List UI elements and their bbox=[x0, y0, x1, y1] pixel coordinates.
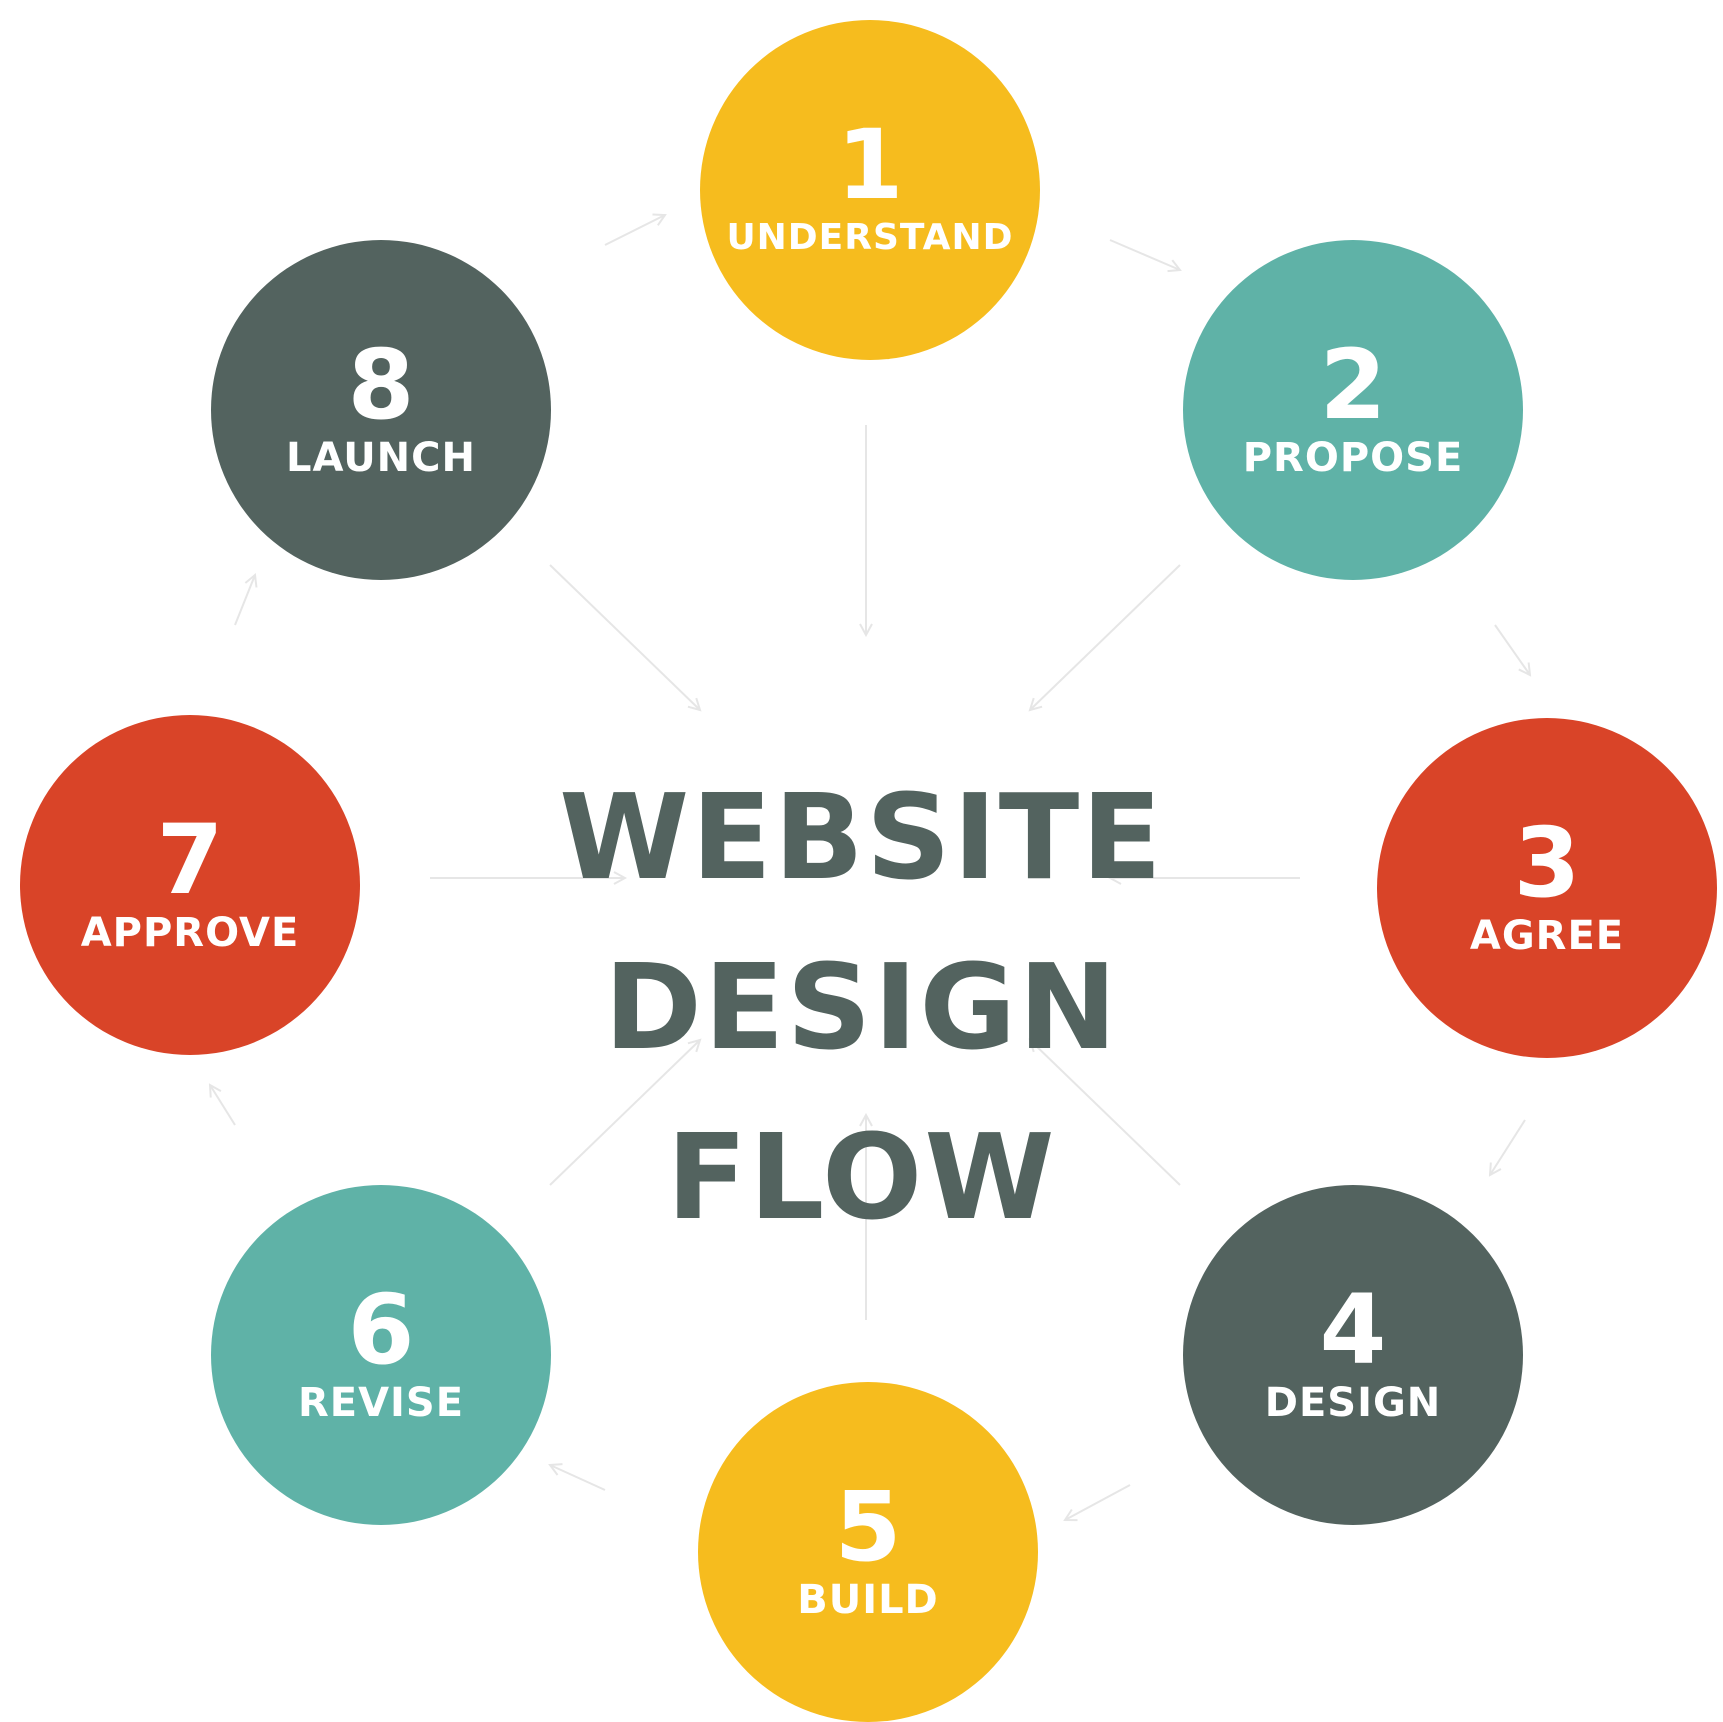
step-1-understand: 1 UNDERSTAND bbox=[700, 20, 1040, 360]
arrow-2-to-3 bbox=[1494, 624, 1530, 675]
step-8-launch: 8 LAUNCH bbox=[211, 240, 551, 580]
step-number: 6 bbox=[347, 1274, 415, 1386]
step-3-agree: 3 AGREE bbox=[1377, 718, 1717, 1058]
step-label: PROPOSE bbox=[1242, 435, 1464, 481]
spoke-from-8 bbox=[549, 564, 700, 710]
arrow-8-to-1 bbox=[604, 215, 665, 246]
step-label: AGREE bbox=[1469, 913, 1625, 959]
step-label: UNDERSTAND bbox=[726, 217, 1014, 258]
step-label: LAUNCH bbox=[285, 435, 476, 481]
step-number: 4 bbox=[1319, 1274, 1387, 1386]
step-7-approve: 7 APPROVE bbox=[20, 715, 360, 1055]
step-6-revise: 6 REVISE bbox=[211, 1185, 551, 1525]
step-number: 2 bbox=[1319, 329, 1387, 441]
arrow-5-to-6 bbox=[550, 1465, 606, 1491]
step-4-design: 4 DESIGN bbox=[1183, 1185, 1523, 1525]
arrow-7-to-8 bbox=[234, 575, 255, 626]
arrow-3-to-4 bbox=[1490, 1119, 1526, 1175]
arrow-1-to-2 bbox=[1109, 239, 1180, 270]
step-label: DESIGN bbox=[1264, 1380, 1442, 1426]
step-label: BUILD bbox=[797, 1577, 939, 1623]
step-number: 1 bbox=[836, 109, 904, 221]
step-number: 8 bbox=[347, 329, 415, 441]
spoke-from-2 bbox=[1030, 564, 1181, 710]
title-line-1: WEBSITE DESIGN bbox=[559, 768, 1164, 1076]
title-line-2: FLOW bbox=[666, 1108, 1057, 1246]
step-number: 7 bbox=[156, 804, 224, 916]
step-number: 3 bbox=[1513, 807, 1581, 919]
spoke-from-4 bbox=[1030, 1040, 1181, 1186]
step-number: 5 bbox=[834, 1471, 902, 1583]
spoke-from-6 bbox=[549, 1040, 700, 1186]
step-2-propose: 2 PROPOSE bbox=[1183, 240, 1523, 580]
step-label: REVISE bbox=[297, 1380, 465, 1426]
step-5-build: 5 BUILD bbox=[698, 1382, 1038, 1722]
diagram-title: WEBSITE DESIGN FLOW bbox=[340, 752, 1383, 1262]
arrow-6-to-7 bbox=[210, 1085, 236, 1126]
step-label: APPROVE bbox=[80, 910, 300, 956]
arrow-4-to-5 bbox=[1065, 1484, 1131, 1520]
